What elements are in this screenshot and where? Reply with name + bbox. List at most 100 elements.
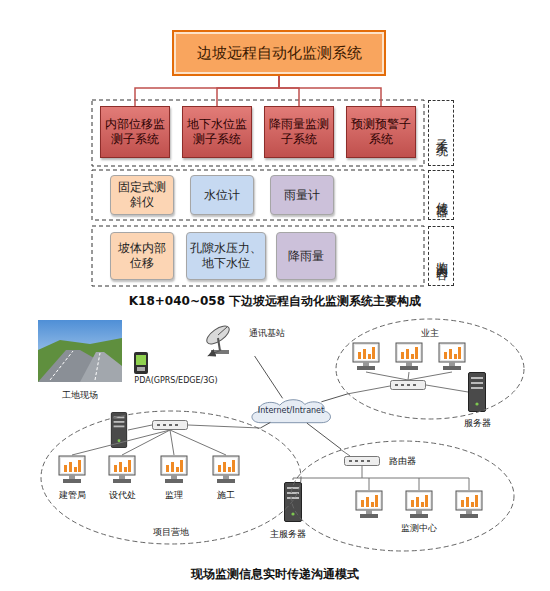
text-label: 建管局	[56, 489, 88, 502]
monitor-icon	[213, 456, 239, 483]
network-group: 业主	[335, 318, 525, 420]
photo-lane	[50, 351, 73, 380]
node-text: 边坡远程自动化监测系统	[197, 44, 362, 63]
monitor-icon	[456, 491, 482, 518]
monitor-icon	[356, 491, 382, 518]
lan-wire	[408, 372, 409, 380]
text-label: 主服务器	[262, 528, 314, 541]
node-text: 工地现场	[36, 390, 124, 401]
monitor-icon	[109, 456, 135, 483]
photo-road	[38, 350, 122, 382]
router-icon	[345, 457, 380, 466]
photo-hills	[38, 338, 122, 382]
switch-icon	[391, 381, 426, 390]
node-text: 项目营地	[141, 527, 201, 538]
node-text: 雨量计	[284, 188, 320, 203]
node-text: 传感器	[434, 192, 449, 198]
pda-device: PDA(GPRS/EDGE/3G)	[122, 350, 230, 390]
node-text: 预测预警子系统	[350, 117, 412, 147]
lan-wire	[362, 466, 363, 478]
connector	[279, 76, 381, 106]
connector	[135, 76, 279, 106]
photo-road	[80, 352, 122, 382]
node-text: 子系统	[434, 130, 449, 136]
lan-wire	[369, 478, 370, 490]
connector	[279, 76, 299, 106]
server-icon	[469, 373, 486, 412]
network-group: 项目营地	[40, 410, 302, 545]
ellipse-outline	[291, 441, 514, 551]
lan-wire	[408, 372, 452, 380]
monitor-icon	[396, 343, 422, 370]
monitor-icon	[406, 491, 432, 518]
pda-keys	[137, 367, 145, 371]
subsystem-box: 内部位移监测子系统	[100, 106, 170, 158]
dish-feed	[218, 327, 227, 335]
content-box: 降雨量	[276, 232, 336, 280]
connector	[217, 76, 279, 106]
row-group	[92, 226, 424, 286]
lan-wire	[188, 425, 260, 428]
node-text: 内部位移监测子系统	[104, 117, 166, 147]
row-label-box: 传感器	[428, 170, 454, 220]
text-label: 监理	[158, 489, 190, 502]
node-text: 降雨量	[288, 249, 324, 264]
base-station: 通讯基站	[200, 324, 288, 356]
monitor-icon	[59, 456, 85, 483]
monitor-icon	[353, 343, 379, 370]
connector	[321, 394, 347, 402]
lan-wire	[419, 478, 420, 490]
internet-cloud: Internet/Intranet	[248, 398, 334, 424]
lan-wire	[340, 449, 350, 456]
node-text: PDA(GPRS/EDGE/3G)	[122, 376, 230, 386]
connector	[255, 356, 283, 398]
lan-wire	[170, 430, 174, 455]
ellipse-outline	[41, 411, 301, 544]
switch-icon	[153, 421, 188, 430]
content-box: 坡体内部位移	[110, 232, 174, 280]
figure-caption: K18+040~058 下边坡远程自动化监测系统主要构成	[0, 293, 550, 310]
dish-stand	[218, 338, 220, 351]
node-text: 水位计	[204, 188, 240, 203]
lan-wire	[347, 386, 390, 394]
row-label-box: 监测内容	[428, 226, 454, 286]
dish-base	[211, 350, 229, 354]
sensor-box: 固定式测斜仪	[110, 175, 174, 215]
connector	[208, 350, 222, 356]
monitor-icon	[161, 456, 187, 483]
connector	[307, 423, 341, 449]
site-photo: 工地现场	[36, 318, 124, 406]
row-group	[92, 100, 424, 166]
lan-wire	[122, 430, 170, 455]
node-text: 孔隙水压力、地下水位	[190, 241, 262, 271]
lan-wire	[293, 478, 469, 479]
text-label: 服务器	[462, 417, 492, 430]
node-text: 业主	[415, 328, 445, 339]
row-group	[92, 170, 424, 220]
sensor-box: 水位计	[190, 175, 254, 215]
pda-icon	[134, 352, 148, 374]
lan-wire	[469, 478, 470, 490]
lan-wire	[128, 425, 152, 430]
subsystem-box: 地下水位监测子系统	[182, 106, 252, 158]
ellipse-outline	[336, 319, 524, 419]
text-label: 施工	[210, 489, 242, 502]
node-text: 监测内容	[434, 252, 449, 260]
lan-wire	[170, 430, 226, 455]
node-text: 通讯基站	[246, 328, 288, 339]
content-box: 孔隙水压力、地下水位	[186, 232, 266, 280]
node-text: 监测中心	[389, 523, 449, 534]
subsystem-box: 预测预警子系统	[346, 106, 416, 158]
sensor-box: 雨量计	[270, 175, 334, 215]
subsystem-box: 降雨量监测子系统	[264, 106, 334, 158]
pda-screen	[136, 355, 146, 365]
ellipse-outline	[40, 410, 302, 545]
photo-lane	[95, 353, 100, 380]
connector	[260, 422, 270, 428]
node-text: 固定式测斜仪	[114, 180, 170, 210]
cloud-outline	[252, 400, 330, 423]
row-label-box: 子系统	[428, 100, 454, 166]
monitor-icon	[439, 343, 465, 370]
